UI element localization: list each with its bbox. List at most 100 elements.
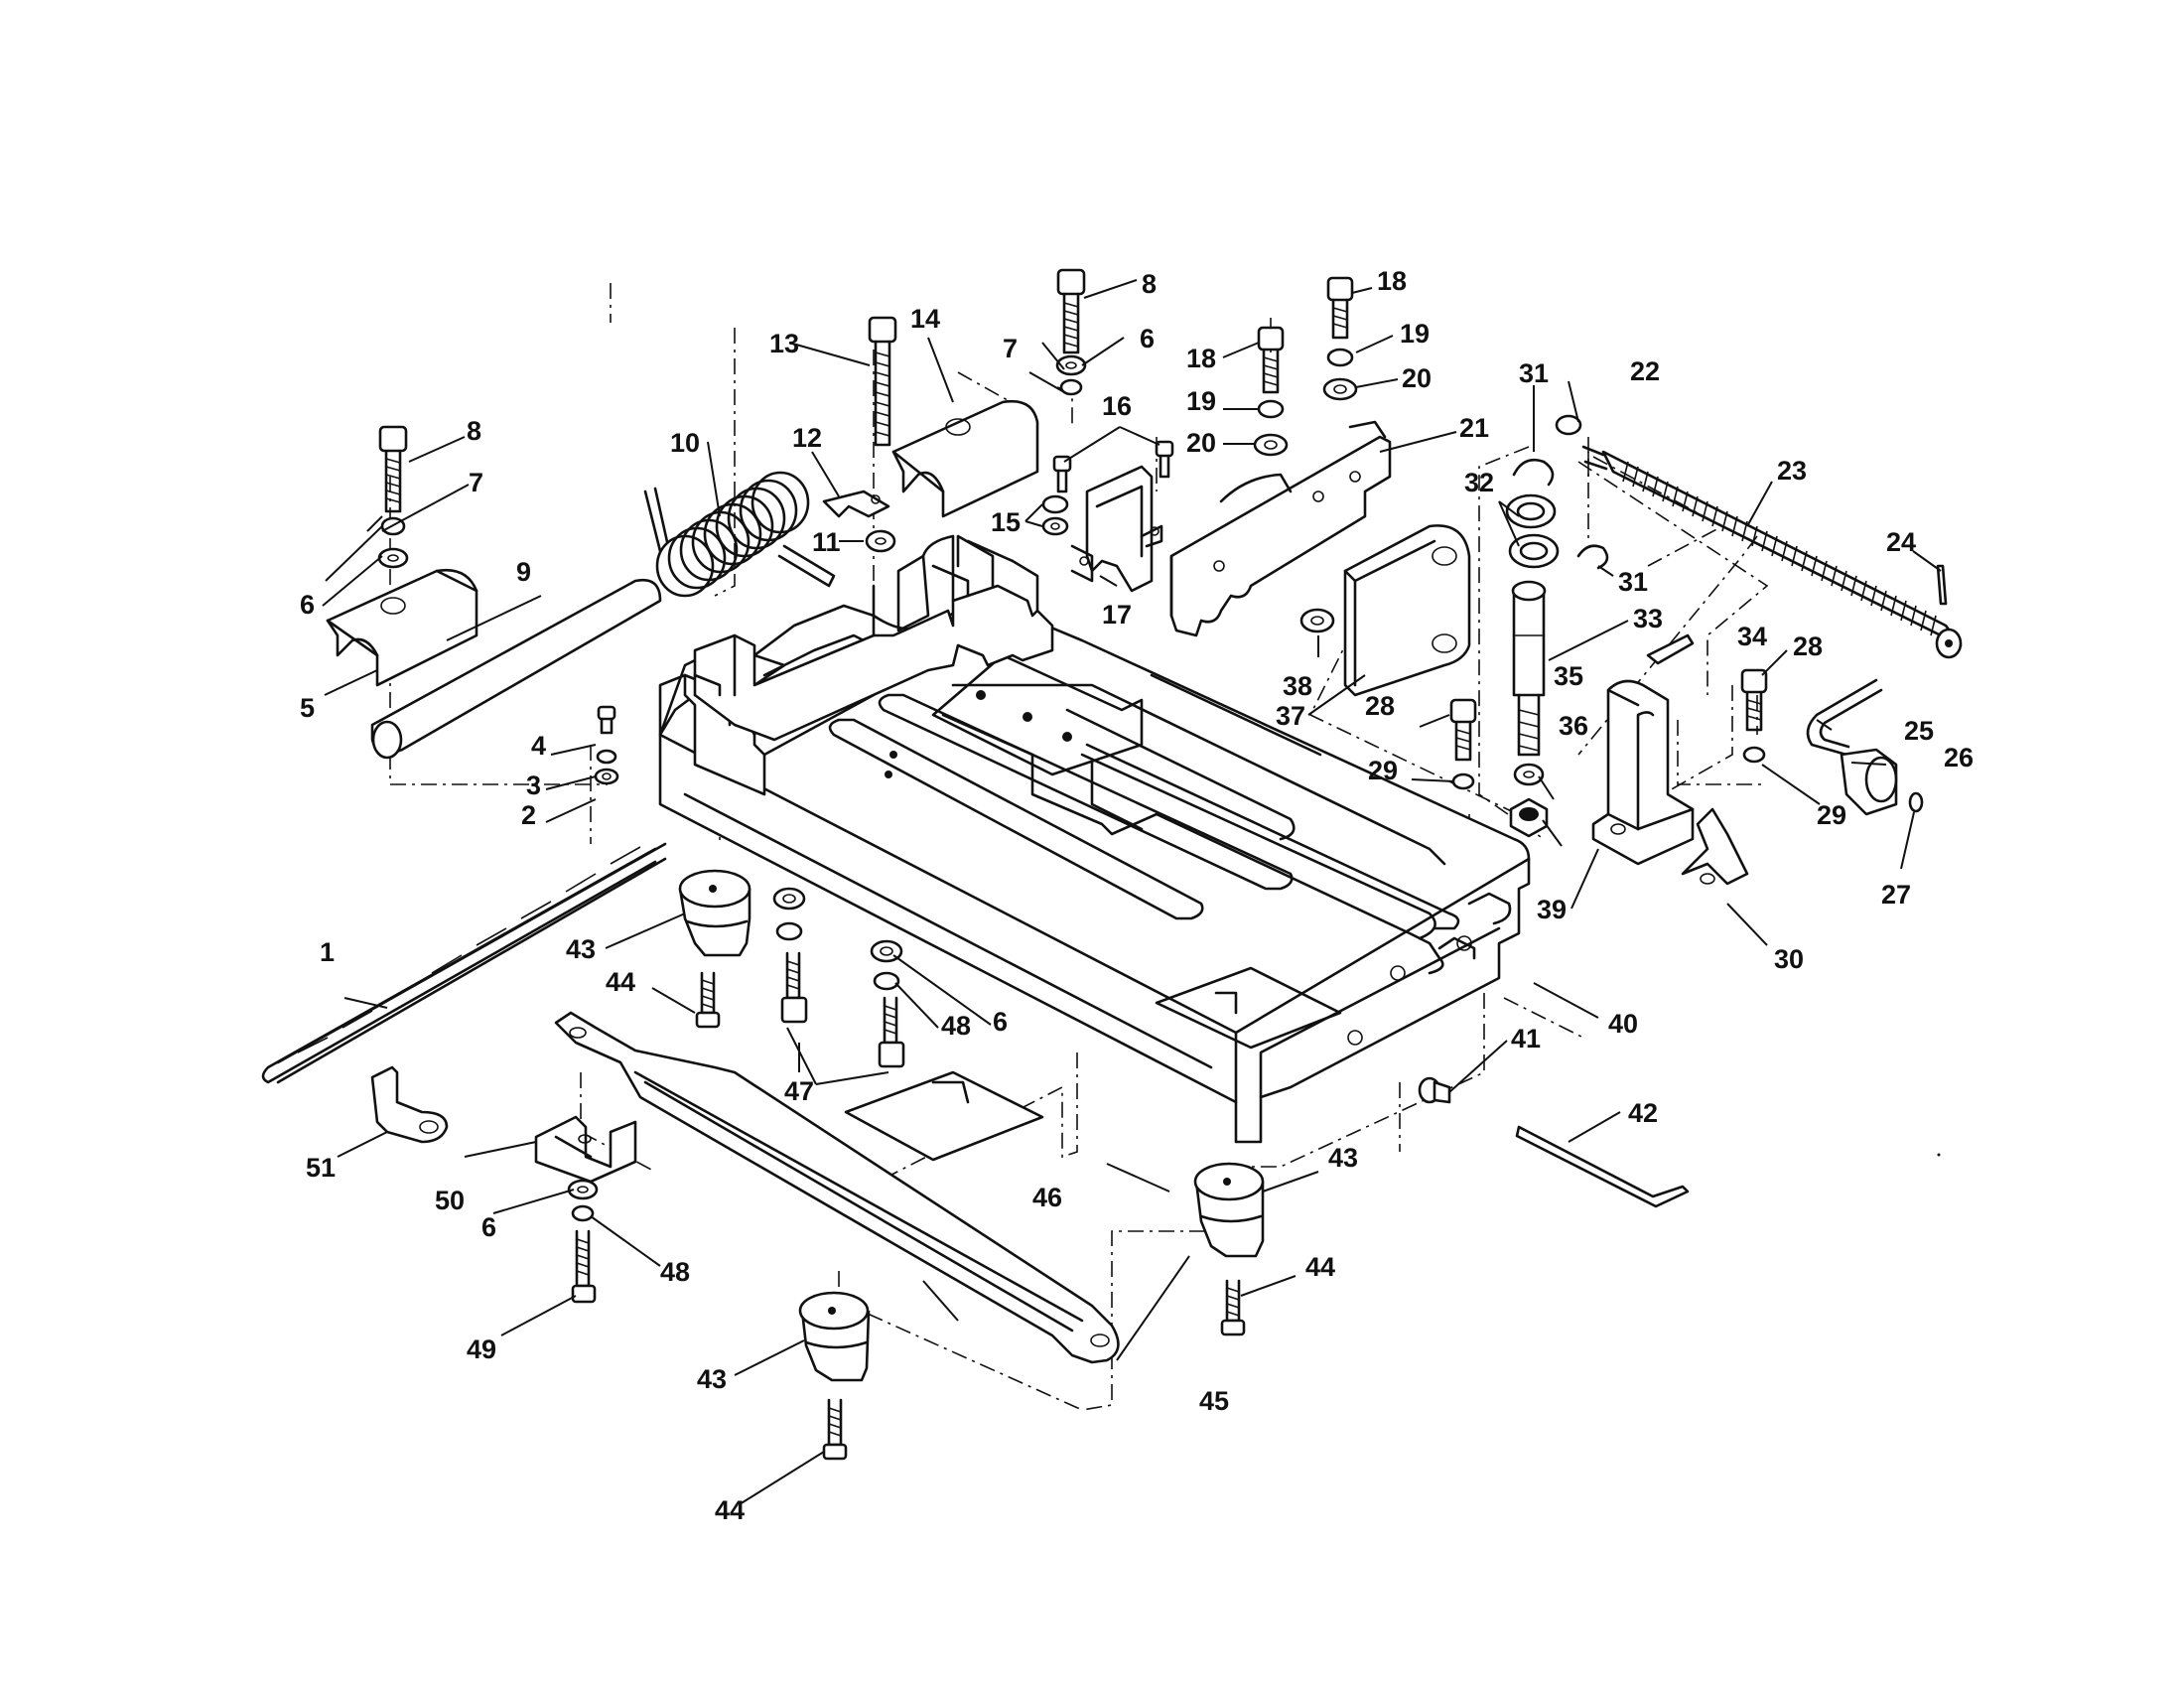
- rod: [370, 578, 662, 760]
- label-51: 51: [306, 1153, 336, 1183]
- label-25: 25: [1904, 716, 1934, 746]
- label-4: 4: [531, 731, 546, 761]
- foot-left: [678, 869, 751, 957]
- bolt-18-right: [1322, 276, 1358, 401]
- bolt-18-left: [1253, 326, 1289, 457]
- label-10: 10: [670, 428, 700, 458]
- label-44-bottom: 44: [715, 1495, 745, 1525]
- bolt-left: [377, 425, 409, 569]
- knob-26: [1840, 748, 1898, 816]
- washer-38: [1299, 608, 1335, 633]
- screws-16: [1052, 440, 1174, 493]
- label-31-right: 31: [1618, 567, 1648, 597]
- label-16: 16: [1102, 391, 1132, 421]
- label-23: 23: [1777, 456, 1807, 486]
- label-28-center: 28: [1365, 691, 1395, 721]
- label-5: 5: [300, 693, 315, 723]
- label-3: 3: [526, 771, 541, 800]
- label-19-right: 19: [1400, 319, 1430, 349]
- chain: [261, 842, 667, 1084]
- pivot-shaft-33: [1511, 580, 1547, 757]
- clip: [822, 490, 890, 518]
- label-50: 50: [435, 1186, 465, 1215]
- label-14: 14: [910, 304, 940, 334]
- clip-27: [1908, 791, 1924, 813]
- label-46: 46: [1032, 1183, 1062, 1212]
- label-21: 21: [1459, 413, 1489, 443]
- bracket-17: [1070, 465, 1163, 593]
- spacers-32: [1505, 493, 1560, 569]
- label-30: 30: [1774, 944, 1804, 974]
- label-36: 36: [1559, 711, 1588, 741]
- small-hardware-2-4: [594, 705, 619, 785]
- screw-44-right: [1220, 1279, 1246, 1336]
- foot-bottom: [798, 1291, 871, 1382]
- key-34: [1646, 633, 1695, 665]
- label-6-center: 6: [993, 1007, 1008, 1037]
- lead-screw: [1581, 445, 1963, 659]
- rod-42: [1515, 1125, 1690, 1208]
- label-42: 42: [1628, 1098, 1658, 1128]
- label-35: 35: [1554, 661, 1583, 691]
- label-8-top: 8: [1142, 269, 1157, 299]
- label-17: 17: [1102, 600, 1132, 630]
- label-37: 37: [1276, 701, 1305, 731]
- washers-15: [1041, 494, 1069, 536]
- label-18-right: 18: [1377, 266, 1407, 296]
- bushing-41: [1418, 1076, 1451, 1104]
- bolt-28-center: [1449, 698, 1477, 790]
- label-1: 1: [320, 937, 335, 967]
- pivot-bracket: [1343, 524, 1471, 697]
- label-6-top: 6: [1140, 324, 1155, 353]
- label-13: 13: [769, 329, 799, 358]
- part-number-labels: 1 2 3 4 5 6 7 8 9 10 11 12 13 14 7 6 8 1…: [300, 266, 1974, 1525]
- label-44-right: 44: [1305, 1252, 1335, 1282]
- label-9: 9: [516, 557, 531, 587]
- screw-44-left: [695, 971, 721, 1029]
- bolt-28-right: [1740, 668, 1768, 764]
- label-7-left: 7: [469, 468, 483, 497]
- clamp-block-right: [891, 399, 1039, 518]
- clamp-block-left: [326, 568, 478, 687]
- label-11: 11: [812, 527, 841, 557]
- label-8-left: 8: [467, 416, 481, 446]
- washer-35: [1513, 763, 1545, 786]
- label-34: 34: [1737, 622, 1767, 651]
- label-48-center: 48: [941, 1011, 971, 1041]
- bracket-51: [370, 1065, 449, 1144]
- label-20-left: 20: [1186, 428, 1216, 458]
- label-26: 26: [1944, 743, 1974, 772]
- ring-22: [1555, 414, 1582, 436]
- label-47: 47: [784, 1076, 814, 1106]
- label-38: 38: [1283, 671, 1312, 701]
- spring-mount-block: [693, 534, 1054, 742]
- leader-lines: [322, 279, 1942, 1505]
- label-29-right: 29: [1817, 800, 1846, 830]
- label-20-right: 20: [1402, 363, 1432, 393]
- label-49: 49: [467, 1334, 496, 1364]
- retaining-rings-31: [1512, 458, 1609, 570]
- hardware-49: [567, 1179, 599, 1304]
- panel-46: [844, 1070, 1044, 1162]
- foot-right: [1193, 1162, 1265, 1258]
- label-45: 45: [1199, 1386, 1229, 1416]
- label-39: 39: [1537, 895, 1567, 924]
- washer-11: [865, 529, 896, 553]
- pin-24: [1936, 564, 1948, 606]
- nut-36: [1509, 797, 1549, 838]
- label-43-left: 43: [566, 934, 596, 964]
- label-19-left: 19: [1186, 386, 1216, 416]
- label-43-right: 43: [1328, 1143, 1358, 1173]
- label-2: 2: [521, 800, 536, 830]
- label-31-top: 31: [1519, 358, 1549, 388]
- bracket-50: [534, 1115, 637, 1184]
- torsion-spring: [643, 471, 836, 598]
- mounting-plate: [1169, 420, 1392, 637]
- support-block-39: [1591, 679, 1695, 866]
- label-44-left: 44: [606, 967, 635, 997]
- label-6-bottom: 6: [481, 1212, 496, 1242]
- label-43-bottom: 43: [697, 1364, 727, 1394]
- bolt-top: [1055, 268, 1087, 396]
- label-28-right: 28: [1793, 632, 1823, 661]
